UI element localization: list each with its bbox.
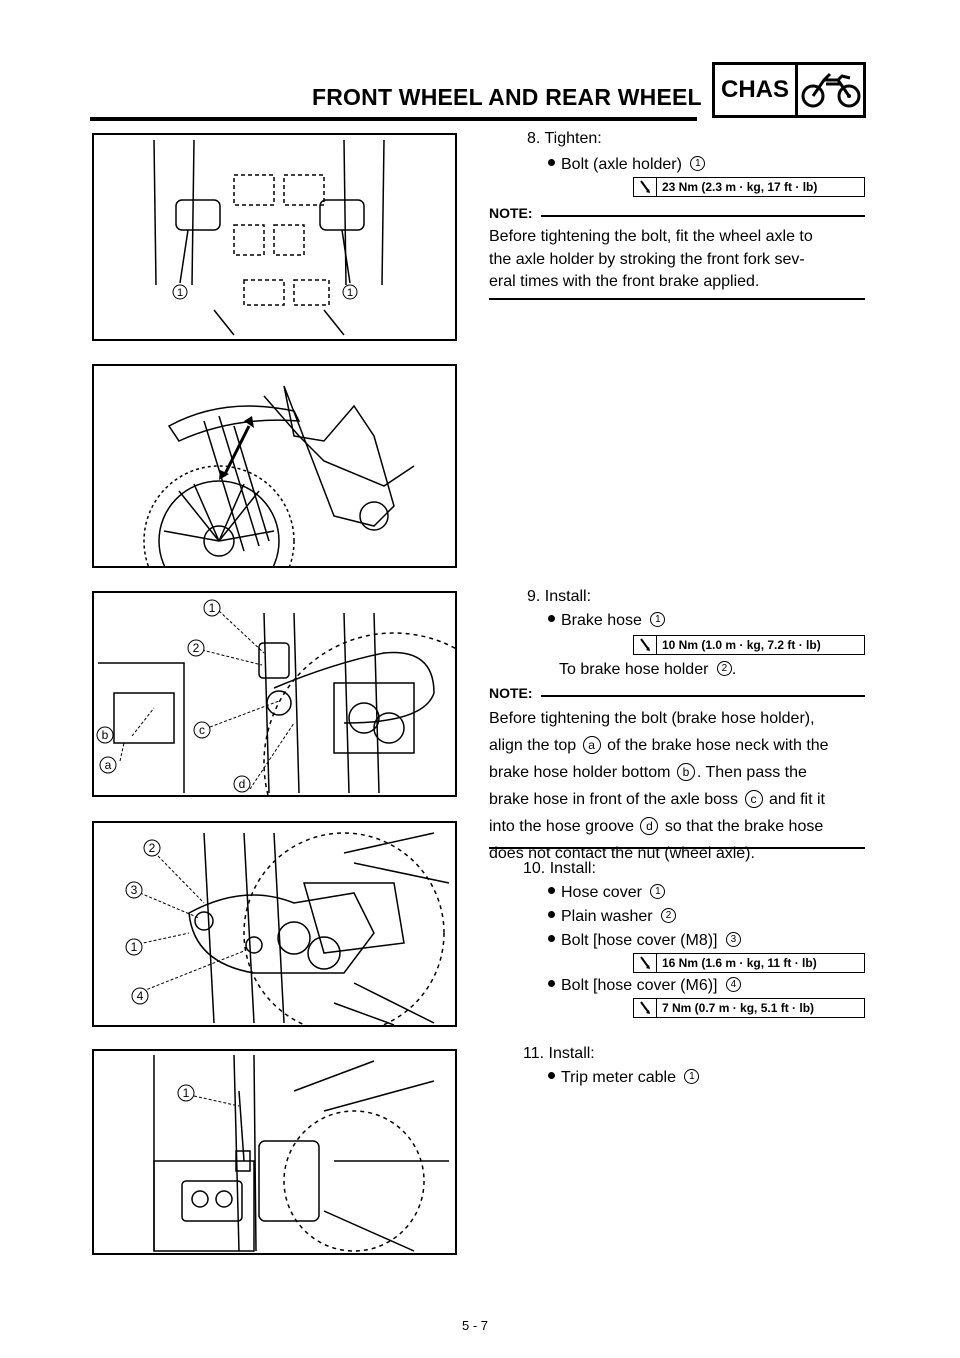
note-end-rule [489,298,865,300]
bullet-icon [548,887,555,895]
step11-heading: 11. Install: [523,1045,595,1062]
note-header: NOTE: [489,685,865,701]
item-text: Trip meter cable [561,1069,676,1086]
note-line: does not contact the nut (wheel axle). [489,845,755,862]
ref-number: 1 [684,1069,700,1085]
callout-1: 1 [209,601,216,615]
sub-text: To brake hose holder [559,661,709,678]
ref-number: 1 [650,612,666,628]
callout-d: d [239,777,246,791]
torque-value: 10 Nm (1.0 m · kg, 7.2 ft · lb) [662,638,821,652]
figure-trip-meter-cable: 1 [92,1049,457,1255]
ref-letter: b [676,762,695,781]
bullet-icon [548,980,555,988]
bullet-icon [548,911,555,919]
note-header: NOTE: [489,205,865,221]
callout-2: 2 [149,841,156,855]
torque-spec-m8: 16 Nm (1.6 m · kg, 11 ft · lb) [633,953,865,973]
item-text: Bolt (axle holder) [561,156,682,173]
torque-wrench-icon [634,999,657,1017]
torque-spec-axle-holder: 23 Nm (2.3 m · kg, 17 ft · lb) [633,177,865,197]
ref-letter: c [744,789,763,808]
ref-number: 2 [716,661,732,677]
callout-1: 1 [131,940,138,954]
section-badge: CHAS [712,62,866,118]
torque-spec-m6: 7 Nm (0.7 m · kg, 5.1 ft · lb) [633,998,865,1018]
torque-value: 16 Nm (1.6 m · kg, 11 ft · lb) [662,956,817,970]
note-line: Before tightening the bolt (brake hose h… [489,710,815,727]
section-code: CHAS [715,65,798,115]
title-rule [90,117,697,121]
callout-4: 4 [137,989,144,1003]
note-body: Before tightening the bolt (brake hose h… [489,705,865,867]
ref-number: 1 [690,156,706,172]
item-text: Bolt [hose cover (M6)] [561,977,718,994]
note-label: NOTE: [489,205,533,221]
step8-heading: 8. Tighten: [527,130,602,147]
step10-item: Plain washer 2 [548,908,677,926]
ref-letter: d [640,816,659,835]
torque-spec-brake-hose: 10 Nm (1.0 m · kg, 7.2 ft · lb) [633,635,865,655]
page-number: 5 - 7 [462,1318,489,1333]
callout-c: c [199,723,205,737]
item-text: Hose cover [561,884,642,901]
page-title: FRONT WHEEL AND REAR WHEEL [312,84,702,110]
ref-number: 4 [725,977,741,993]
torque-value: 23 Nm (2.3 m · kg, 17 ft · lb) [662,180,818,194]
ref-number: 2 [661,908,677,924]
figure-axle-holder-bolts: 1 1 [92,133,457,341]
item-text: Plain washer [561,908,653,925]
callout-a: a [105,758,112,772]
step10-item: Bolt [hose cover (M8)] 3 [548,932,741,950]
note-line: Before tightening the bolt, fit the whee… [489,228,813,245]
callout-b: b [102,728,109,742]
callout-2: 2 [193,641,200,655]
note-label: NOTE: [489,685,533,701]
step10-heading: 10. Install: [523,860,596,877]
figure-hose-cover: 2 3 1 4 [92,821,457,1027]
callout-1: 1 [183,1086,190,1100]
torque-wrench-icon [634,178,657,196]
step10-item: Bolt [hose cover (M6)] 4 [548,977,741,995]
callout-1-right: 1 [347,287,353,299]
note-line: the axle holder by stroking the front fo… [489,250,805,268]
torque-value: 7 Nm (0.7 m · kg, 5.1 ft · lb) [662,1001,815,1015]
callout-3: 3 [131,883,138,897]
item-text: Brake hose [561,612,642,629]
figure-brake-hose: 1 2 c b a d [92,591,457,797]
step8-item: Bolt (axle holder) 1 [548,156,706,174]
bullet-icon [548,159,555,167]
note-line: brake hose in front of the axle boss c a… [489,789,825,808]
bullet-icon [548,1072,555,1080]
torque-wrench-icon [634,636,657,654]
figure-front-fork-stroke [92,364,457,568]
note-rule [540,215,865,217]
step10-item: Hose cover 1 [548,884,666,902]
ref-number: 3 [725,932,741,948]
note-line: brake hose holder bottom b. Then pass th… [489,762,807,781]
step9-item: Brake hose 1 [548,612,666,630]
note-line: align the top a of the brake hose neck w… [489,735,829,754]
note-line: into the hose groove d so that the brake… [489,816,824,835]
bullet-icon [548,615,555,623]
step11-item: Trip meter cable 1 [548,1069,700,1087]
motorcycle-icon [798,65,863,115]
bullet-icon [548,935,555,943]
note-rule [540,695,865,697]
ref-letter: a [582,735,601,754]
note-line: eral times with the front brake applied. [489,273,760,290]
ref-number: 1 [650,884,666,900]
item-text: Bolt [hose cover (M8)] [561,932,718,949]
callout-1-left: 1 [177,287,183,299]
note-end-rule [489,847,865,849]
torque-wrench-icon [634,954,657,972]
step9-heading: 9. Install: [527,588,592,605]
note-body: Before tightening the bolt, fit the whee… [489,226,865,294]
step9-sub: To brake hose holder 2. [559,661,737,678]
